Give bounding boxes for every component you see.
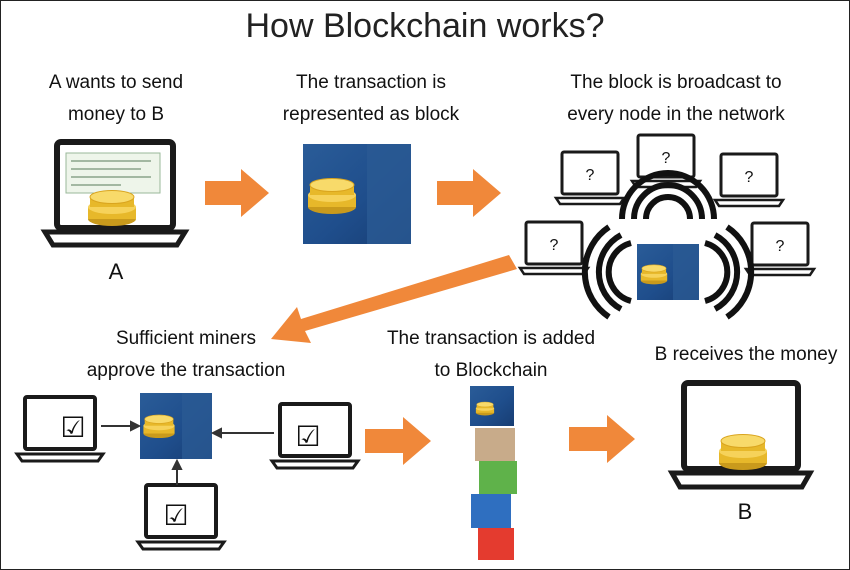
question-mark-icon: ? bbox=[662, 150, 671, 167]
coin-stack-icon bbox=[718, 434, 768, 471]
checkbox-icon: ☑ bbox=[60, 411, 85, 444]
arrow-icon bbox=[437, 169, 501, 217]
step-broadcast-line1: The block is broadcast to bbox=[570, 72, 782, 93]
sender-label: A bbox=[108, 259, 124, 284]
step-added-label: The transaction is added to Blockchain bbox=[366, 323, 616, 387]
step-block-line1: The transaction is bbox=[296, 72, 446, 93]
question-mark-icon: ? bbox=[745, 169, 754, 186]
coin-stack-icon bbox=[307, 178, 357, 215]
step-broadcast-label: The block is broadcast to every node in … bbox=[531, 67, 821, 131]
coin-stack-icon bbox=[640, 264, 668, 285]
miner-laptop-icon: ☑ bbox=[270, 402, 360, 470]
coin-stack-icon bbox=[475, 401, 495, 416]
step-miners-label: Sufficient miners approve the transactio… bbox=[61, 323, 311, 387]
step-block-line2: represented as block bbox=[282, 104, 460, 125]
step-block-label: The transaction is represented as block bbox=[256, 67, 486, 131]
step-receive-line1: B receives the money bbox=[654, 344, 838, 365]
step-send-label: A wants to send money to B bbox=[16, 67, 216, 131]
step-broadcast-line2: every node in the network bbox=[567, 104, 785, 125]
question-mark-icon: ? bbox=[776, 238, 785, 255]
chain-block bbox=[479, 461, 517, 494]
node-laptop-icon: ? bbox=[630, 133, 702, 189]
receiver-label: B bbox=[737, 499, 753, 524]
question-mark-icon: ? bbox=[550, 237, 559, 254]
miner-laptop-icon: ☑ bbox=[136, 483, 226, 551]
step-miners-line2: approve the transaction bbox=[86, 360, 286, 381]
step-send-line1: A wants to send bbox=[48, 72, 184, 93]
approval-block bbox=[140, 393, 212, 459]
network-nodes: ? ? ? ? ? bbox=[518, 133, 816, 277]
broadcast-signal-icon bbox=[581, 170, 755, 320]
chain-block bbox=[475, 428, 515, 461]
approval-arrows bbox=[101, 420, 274, 485]
node-laptop-icon: ? bbox=[713, 152, 785, 208]
page-title: How Blockchain works? bbox=[245, 7, 605, 45]
node-laptop-icon: ? bbox=[554, 150, 626, 206]
chain-block bbox=[471, 494, 511, 528]
check-document-icon bbox=[65, 152, 161, 194]
chain-block bbox=[478, 528, 514, 560]
coin-stack-icon bbox=[87, 190, 137, 227]
miner-laptop-icon: ☑ bbox=[15, 395, 105, 463]
sender-laptop-icon bbox=[40, 139, 190, 248]
node-laptop-icon: ? bbox=[518, 220, 590, 276]
step-miners-line1: Sufficient miners bbox=[115, 328, 257, 349]
arrow-icon bbox=[569, 415, 635, 463]
step-added-line1: The transaction is added bbox=[386, 328, 596, 349]
step-send-line2: money to B bbox=[67, 104, 165, 125]
step-receive-label: B receives the money bbox=[631, 339, 849, 371]
arrow-icon bbox=[205, 169, 269, 217]
arrow-icon bbox=[365, 417, 431, 465]
checkbox-icon: ☑ bbox=[295, 420, 320, 453]
transaction-block bbox=[303, 144, 411, 244]
question-mark-icon: ? bbox=[586, 167, 595, 184]
broadcast-block bbox=[637, 244, 699, 300]
step-added-line2: to Blockchain bbox=[434, 360, 548, 381]
coin-stack-icon bbox=[143, 414, 175, 439]
node-laptop-icon: ? bbox=[744, 221, 816, 277]
arrow-icon bbox=[271, 255, 517, 343]
checkbox-icon: ☑ bbox=[163, 499, 188, 532]
blockchain-stack bbox=[470, 386, 517, 560]
receiver-laptop-icon bbox=[667, 380, 815, 490]
